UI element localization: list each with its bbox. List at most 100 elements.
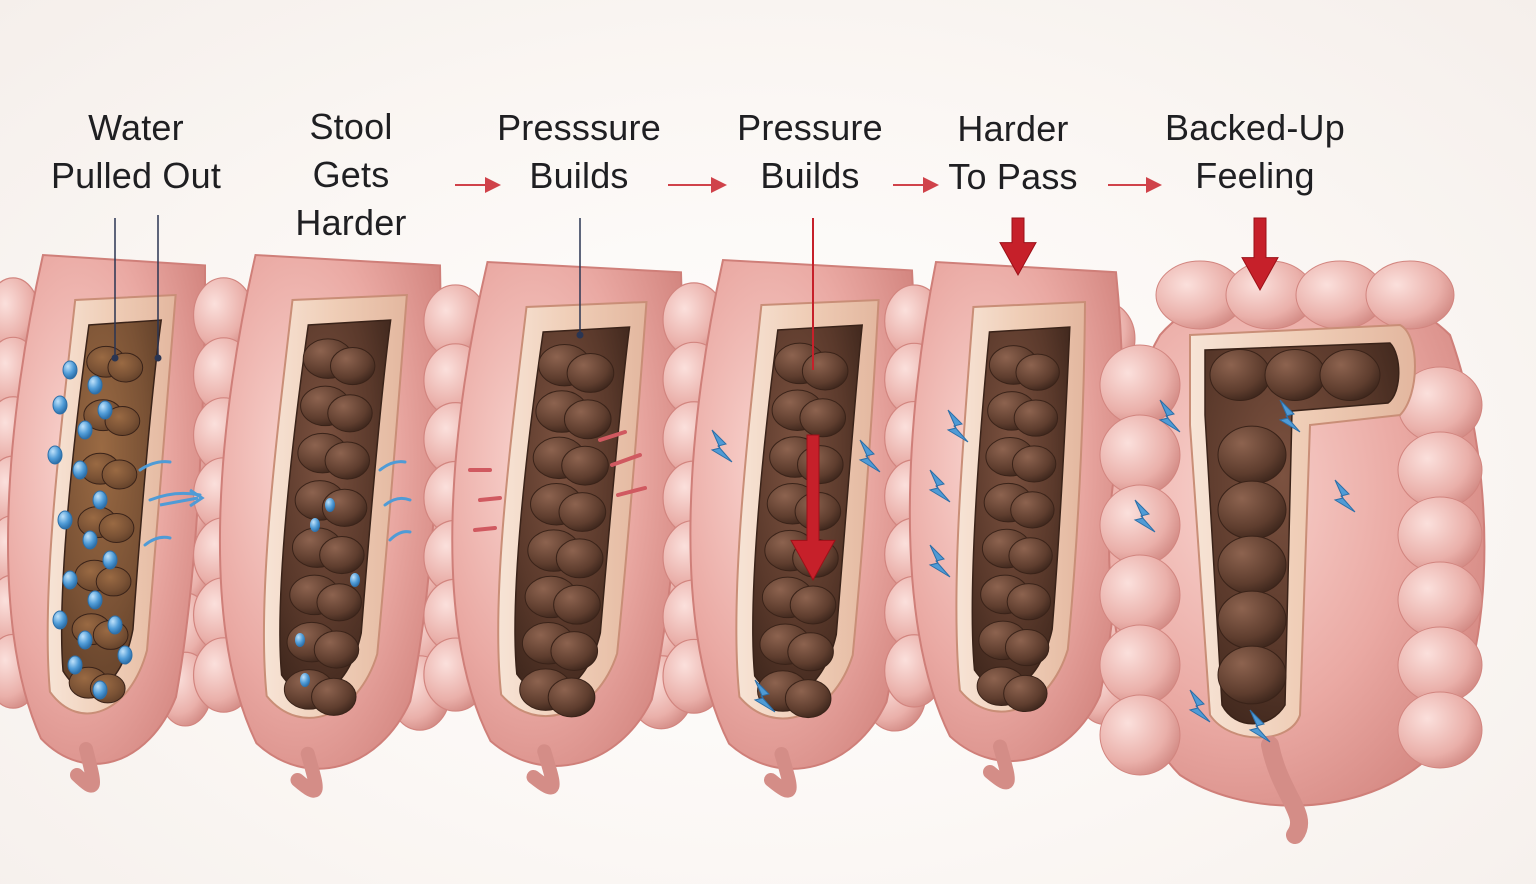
water-drop-icon xyxy=(82,530,98,550)
water-drop-icon xyxy=(295,633,305,647)
haustra-fold xyxy=(1099,414,1181,496)
stool-lump xyxy=(547,677,596,718)
stool-lump xyxy=(561,445,609,486)
stool-lump xyxy=(1004,629,1050,667)
outflow-arrow-icon xyxy=(143,535,172,547)
stage-label-line: Builds xyxy=(760,155,860,196)
stool-lump xyxy=(311,677,357,716)
water-drop-icon xyxy=(87,375,103,395)
haustra-fold xyxy=(1365,260,1455,330)
lightning-icon xyxy=(858,439,881,473)
water-drop-icon xyxy=(52,610,68,630)
water-drop-icon xyxy=(97,400,113,420)
stool-lump xyxy=(789,585,837,625)
stool-lump xyxy=(797,445,844,485)
water-drop-icon xyxy=(62,570,78,590)
stage-label-line: Backed-Up xyxy=(1165,107,1345,148)
stool-lump xyxy=(1015,353,1060,391)
stool-lump xyxy=(563,399,612,440)
down-arrow-icon xyxy=(790,434,836,582)
stool-lump xyxy=(550,631,599,671)
lightning-icon xyxy=(928,469,951,503)
water-drop-icon xyxy=(72,460,88,480)
stage-label-line: Water xyxy=(88,107,184,148)
stage-label-line: Stool xyxy=(309,106,393,147)
water-drop-icon xyxy=(62,360,78,380)
stool-lump xyxy=(95,566,132,597)
stool-lump xyxy=(553,584,601,625)
stage-label-line: Pressure xyxy=(737,107,883,148)
rectum-outlet xyxy=(1261,736,1309,844)
stool-lump xyxy=(101,459,138,490)
stool-lump xyxy=(1010,491,1055,529)
stage-label-line: Pulled Out xyxy=(50,155,222,196)
haustra-fold xyxy=(1099,554,1181,636)
stool-lump xyxy=(1217,590,1287,650)
lightning-icon xyxy=(1248,709,1271,743)
haustra-fold xyxy=(1099,694,1181,776)
stage-label-line: Harder xyxy=(957,108,1069,149)
water-drop-icon xyxy=(52,395,68,415)
water-drop-icon xyxy=(87,590,103,610)
haustra-fold xyxy=(1099,484,1181,566)
lightning-icon xyxy=(928,544,951,578)
down-arrow-icon xyxy=(1241,217,1279,292)
stool-lump xyxy=(1209,349,1271,401)
lightning-icon xyxy=(1278,399,1301,433)
stage-label-line: Gets xyxy=(312,154,390,195)
haustra-fold xyxy=(1397,691,1483,769)
stool-lump xyxy=(1217,425,1287,485)
rectum-outlet xyxy=(983,739,1015,790)
stage-label-line: Presssure xyxy=(497,107,661,148)
rectum-outlet xyxy=(526,744,560,795)
lightning-icon xyxy=(1188,689,1211,723)
water-drop-icon xyxy=(77,630,93,650)
colon-panel-harder-pass xyxy=(884,260,1136,790)
stool-lump xyxy=(1011,445,1057,483)
water-drop-icon xyxy=(325,498,335,512)
leader-dot xyxy=(154,354,162,362)
outflow-arrow-icon xyxy=(138,460,172,472)
outflow-arrow-icon xyxy=(388,530,412,542)
pressure-mark-icon xyxy=(610,453,642,467)
stool-lump xyxy=(784,679,832,719)
stage-label-line: Harder xyxy=(295,202,407,243)
pressure-mark-icon xyxy=(473,526,497,532)
pressure-mark-icon xyxy=(478,496,502,502)
stool-lump xyxy=(787,632,834,672)
rectum-outlet xyxy=(290,746,323,798)
stool-lump xyxy=(799,398,847,438)
water-drop-icon xyxy=(47,445,63,465)
leader-dot xyxy=(111,354,119,362)
lightning-icon xyxy=(1133,499,1156,533)
stool-lump xyxy=(1217,645,1287,705)
water-drop-icon xyxy=(117,645,133,665)
water-drop-icon xyxy=(92,680,108,700)
stool-lump xyxy=(558,492,607,532)
stool-lump xyxy=(313,630,360,669)
water-drop-icon xyxy=(350,573,360,587)
water-drop-icon xyxy=(92,490,108,510)
lightning-icon xyxy=(946,409,969,443)
stool-lump xyxy=(98,513,135,543)
stool-lump xyxy=(801,351,849,391)
outflow-arrow-icon xyxy=(378,460,407,472)
stool-lump xyxy=(327,394,373,433)
stool-lump xyxy=(1264,349,1326,401)
outflow-arrow-icon xyxy=(159,496,199,507)
lightning-icon xyxy=(1158,399,1181,433)
colon-panel-pressure-2 xyxy=(662,258,927,798)
stage-label-line: Feeling xyxy=(1195,155,1315,196)
colon-panel-backed-up xyxy=(1099,260,1486,844)
leader-dot xyxy=(576,331,584,339)
water-drop-icon xyxy=(57,510,73,530)
outflow-arrow-icon xyxy=(189,488,205,508)
